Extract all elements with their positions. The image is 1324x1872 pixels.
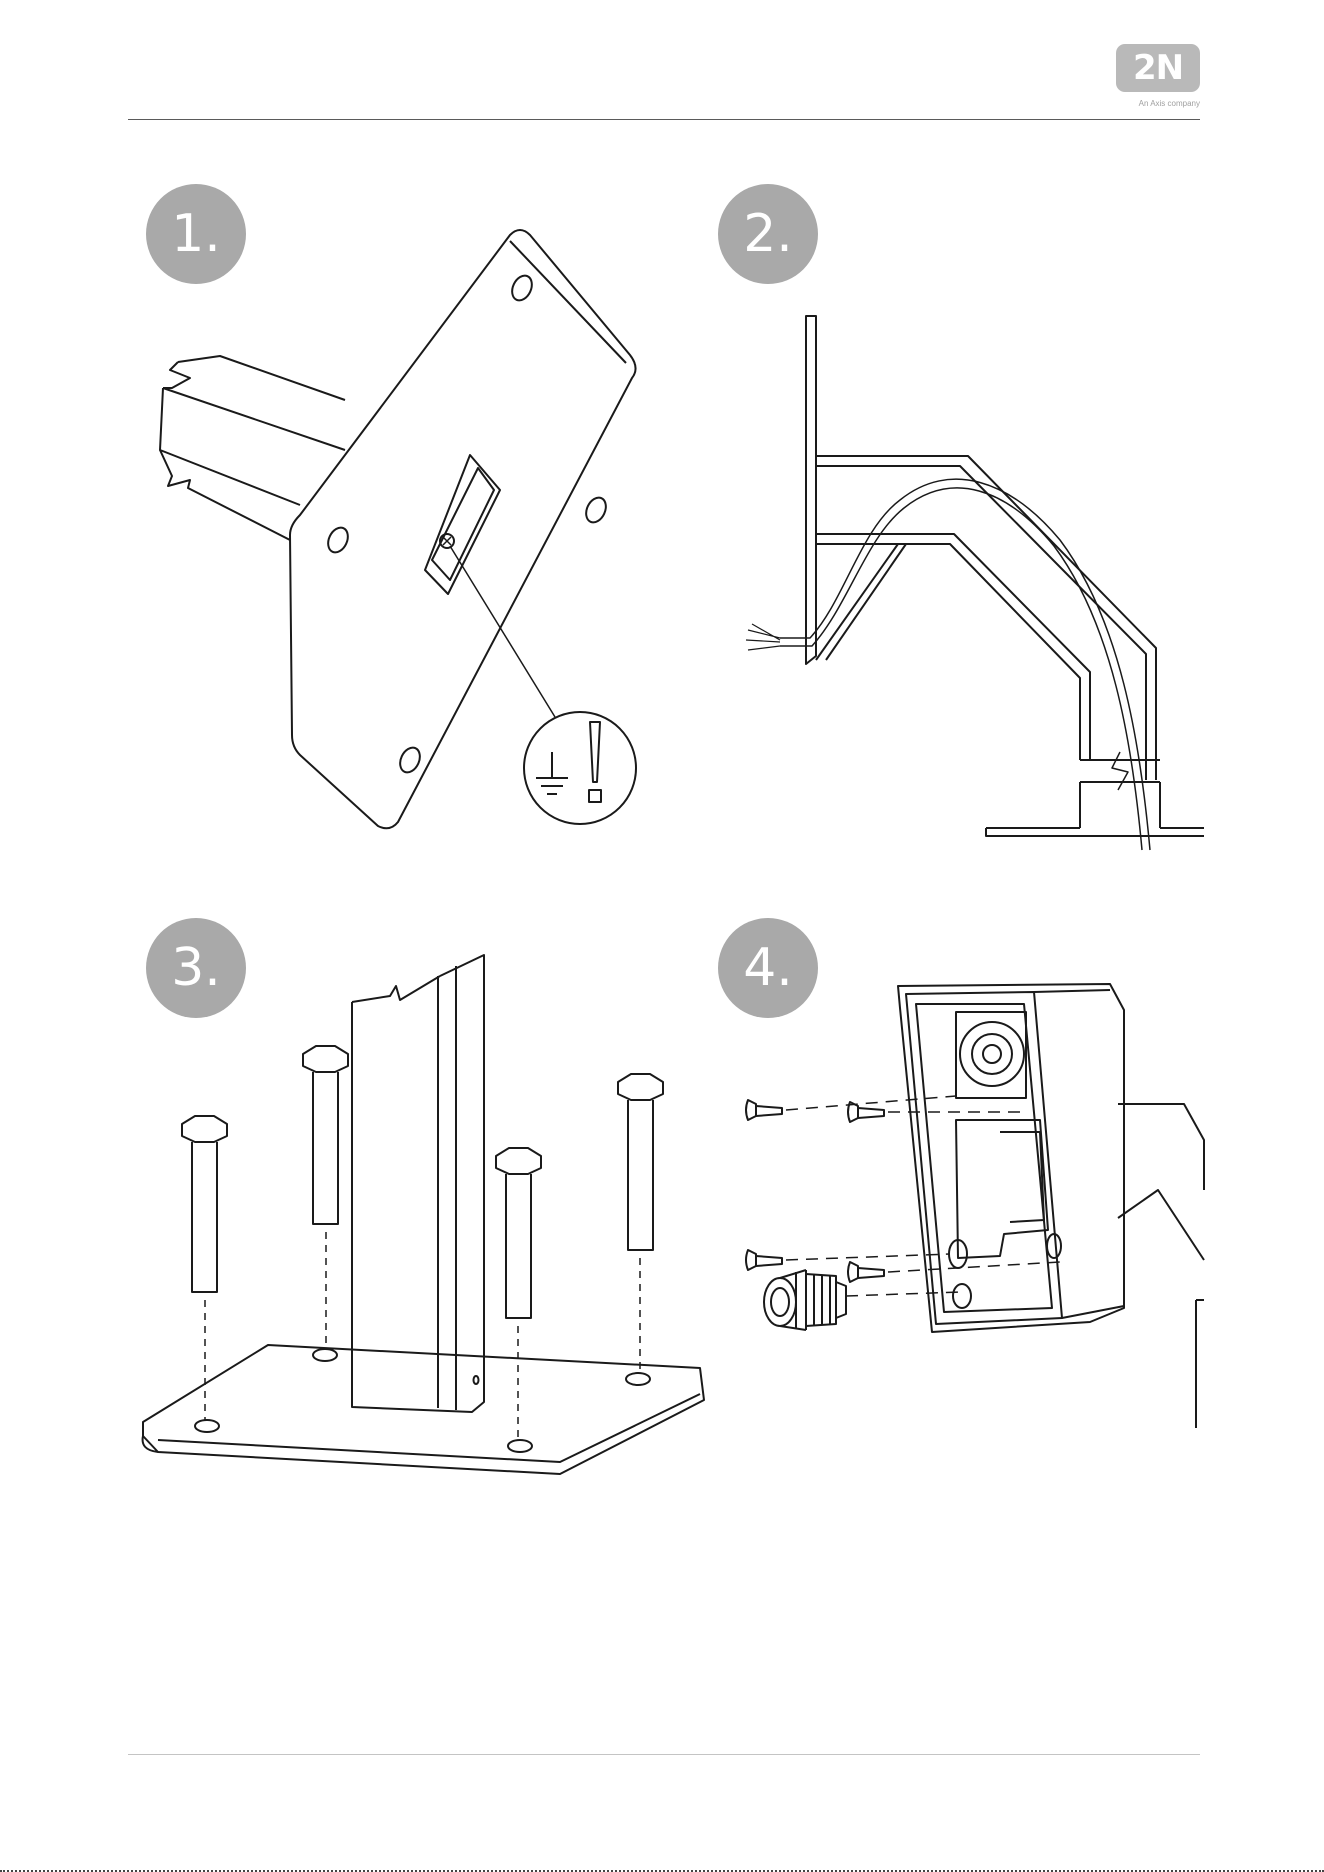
- bolt-4: [618, 1074, 663, 1374]
- header-divider: [128, 119, 1200, 120]
- brand-logo: 2N An Axis company: [1116, 44, 1200, 96]
- screw-bottom-right: [848, 1262, 1060, 1282]
- step-3-illustration: [140, 950, 720, 1490]
- page-bottom-edge: [0, 1864, 1324, 1872]
- bolt-3: [496, 1148, 541, 1442]
- logo-tagline: An Axis company: [1139, 99, 1200, 108]
- step-2-illustration: [730, 300, 1210, 860]
- logo-mark: 2N: [1116, 44, 1200, 92]
- earth-ground-warning-icon: [524, 712, 636, 824]
- step-4-illustration: [730, 970, 1210, 1440]
- step-1-illustration: [150, 220, 650, 840]
- bolt-2: [303, 1046, 348, 1350]
- step-2-badge: 2.: [718, 184, 818, 284]
- footer-divider: [128, 1754, 1200, 1755]
